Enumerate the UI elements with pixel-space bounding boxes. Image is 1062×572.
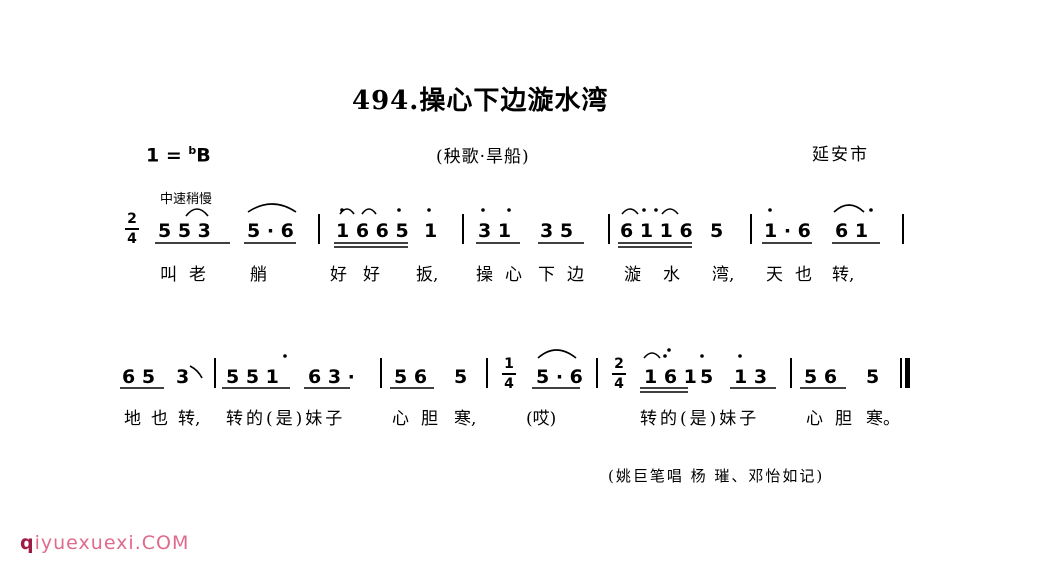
note-group: 6 1 (835, 220, 869, 242)
bar-line (902, 214, 904, 244)
final-bar-thick (905, 358, 910, 388)
ts-bottom: 4 (614, 376, 624, 392)
note-group: 3 5 (540, 220, 574, 242)
bar-line (486, 358, 488, 388)
lyric: (哎) (526, 409, 557, 429)
bar-line (214, 358, 216, 388)
watermark-first-letter: q (20, 532, 35, 554)
note-group: 3 1 (478, 220, 512, 242)
song-title: 494.操心下边漩水湾 (352, 86, 609, 116)
note-group: 5 · 6 (247, 220, 294, 242)
lyric: 天也 (766, 265, 824, 285)
lyric: 心胆 (392, 409, 450, 429)
ts-top: 2 (127, 211, 137, 227)
ts-divider (612, 373, 626, 375)
slur (247, 203, 297, 213)
slur (643, 352, 661, 359)
lyric: 寒, (454, 409, 477, 429)
note-group: 6 5 (122, 366, 156, 388)
time-signature-2: 1 4 (502, 356, 516, 392)
note-group: 5 5 1 (226, 366, 279, 388)
site-watermark: qiyuexuexi.COM (20, 532, 189, 554)
key-prefix: 1 = (146, 144, 189, 167)
note-group: 5 (710, 220, 724, 242)
note-group: 5 6 (804, 366, 838, 388)
lyric: 叫老 (160, 265, 218, 285)
lyric: 转, (832, 265, 855, 285)
lyric: 心胆 (806, 409, 864, 429)
ts-bottom: 4 (127, 231, 137, 247)
lyric: 漩水 (624, 265, 702, 285)
time-signature-3: 2 4 (612, 356, 626, 392)
credit-line: (姚巨笔唱 杨 璀、邓怡如记) (608, 467, 825, 485)
bar-line (462, 214, 464, 244)
watermark-rest: iyuexuexi.COM (34, 532, 190, 554)
note-group: 5 5 3 (158, 220, 211, 242)
lyric: 地也 (124, 409, 178, 429)
ts-bottom: 4 (504, 376, 514, 392)
note-group: 3 (176, 366, 190, 388)
lyric: 扳, (416, 265, 439, 285)
flat-sign: b (188, 144, 197, 157)
slur (833, 204, 865, 213)
note-group: 1 6 1 (644, 366, 697, 388)
slur (185, 208, 209, 217)
lyric: 湾, (712, 265, 735, 285)
lyric: 转的(是)妹子 (226, 409, 346, 429)
note-group: 6 1 1 6 (620, 220, 693, 242)
bar-line (380, 358, 382, 388)
note-group: 5 (866, 366, 880, 388)
breath-mark (189, 365, 203, 379)
ts-divider (502, 373, 516, 375)
key-note: B (196, 144, 211, 167)
key-signature: 1 = bB (146, 144, 211, 166)
slur (661, 208, 679, 215)
time-signature-1: 2 4 (125, 211, 139, 247)
note-group: 1 (424, 220, 438, 242)
slur (361, 208, 377, 215)
note-group: 5 (454, 366, 468, 388)
note-group: 1 · 6 (764, 220, 811, 242)
final-bar-thin (900, 358, 902, 388)
note-group: 1 6 6 5 (336, 220, 409, 242)
note-group: 1 3 (734, 366, 768, 388)
bar-line (608, 214, 610, 244)
region-label: 延安市 (812, 145, 869, 165)
bar-line (750, 214, 752, 244)
note-group: 6 3 · (308, 366, 355, 388)
tempo-marking: 中速稍慢 (160, 192, 213, 207)
ts-top: 1 (504, 356, 514, 372)
lyric: 寒。 (866, 409, 900, 429)
genre-label: (秧歌·旱船) (436, 147, 530, 167)
bar-line (596, 358, 598, 388)
note-group: 5 6 (394, 366, 428, 388)
ts-top: 2 (614, 356, 624, 372)
note-group: 5 (700, 366, 714, 388)
ts-divider (125, 228, 139, 230)
slur (621, 208, 639, 215)
note-group: 5 · 6 (536, 366, 583, 388)
slur (339, 208, 355, 215)
slur (537, 349, 577, 359)
lyric: 转的(是)妹子 (640, 409, 760, 429)
lyric: 艄 (250, 265, 267, 285)
bar-line (790, 358, 792, 388)
lyric: 转, (178, 409, 201, 429)
bar-line (318, 214, 320, 244)
lyric: 操心 (476, 265, 534, 285)
lyric: 下边 (538, 265, 596, 285)
lyric: 好好 (330, 265, 396, 285)
